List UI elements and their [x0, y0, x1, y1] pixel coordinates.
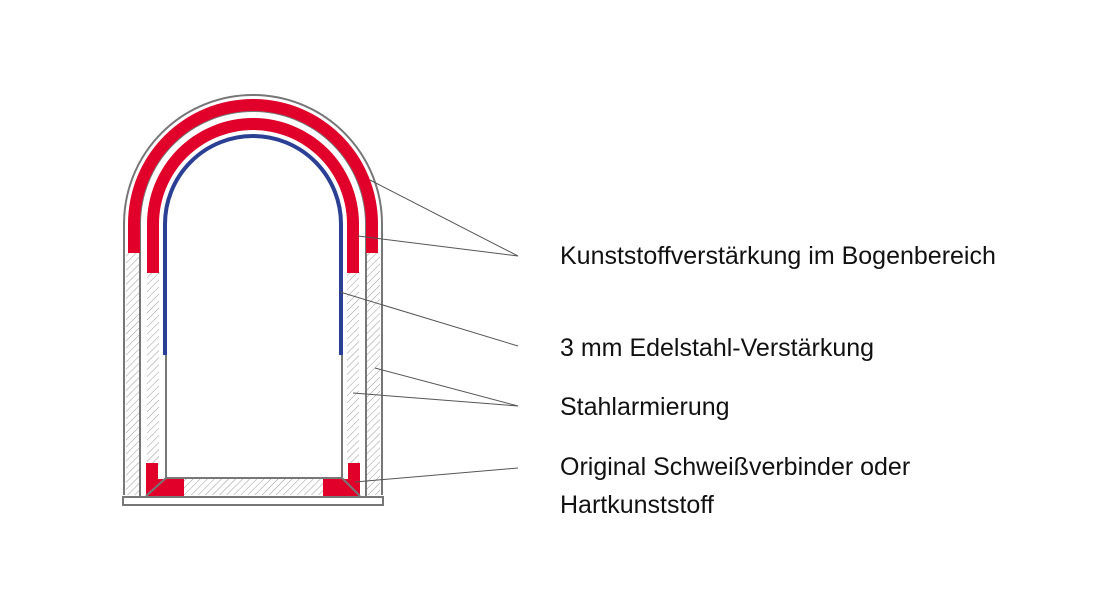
leader-line — [339, 291, 519, 347]
steel-armor-inner-right — [347, 273, 359, 465]
inner-frame-outline — [139, 110, 367, 497]
label-welded-line1: Original Schweißverbinder oder — [560, 453, 911, 481]
steel-armor-outer-left — [126, 253, 139, 495]
label-welded-line2: Hartkunststoff — [560, 491, 714, 519]
leader-line — [352, 392, 519, 407]
outer-frame-outline — [123, 94, 383, 495]
label-steel-armor: Stahlarmierung — [560, 393, 730, 421]
leader-line — [357, 235, 519, 257]
steel-armor-outer-right — [367, 253, 380, 495]
steel-armor-inner-left — [147, 273, 159, 465]
leader-lines — [339, 179, 519, 483]
plastic-reinforcement-inner — [147, 118, 359, 273]
sill — [122, 496, 384, 506]
bottom-steel-armor — [159, 479, 347, 495]
label-plastic-arch: Kunststoffverstärkung im Bogenbereich — [560, 242, 996, 270]
leader-line — [369, 179, 519, 257]
label-stainless-steel: 3 mm Edelstahl-Verstärkung — [560, 334, 875, 362]
stainless-steel-reinforcement — [163, 134, 343, 355]
leader-line — [354, 467, 519, 483]
leader-line — [374, 367, 519, 407]
glass-boundary — [165, 355, 343, 479]
